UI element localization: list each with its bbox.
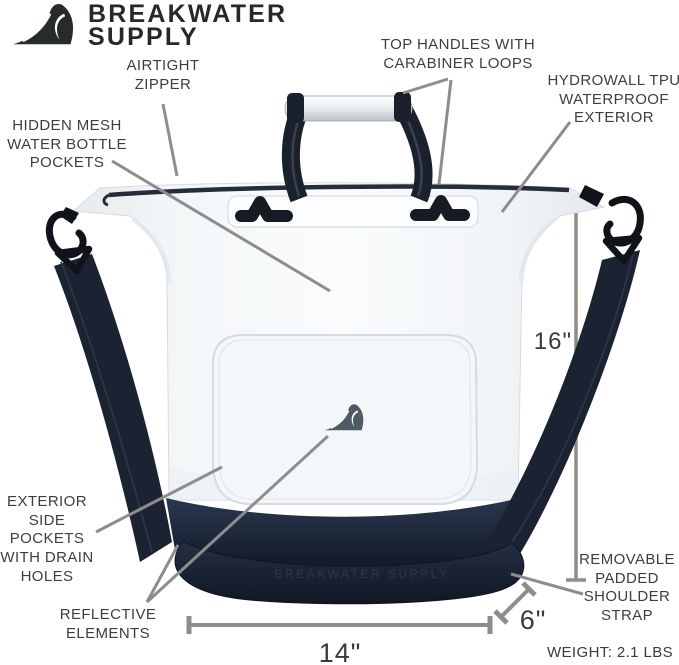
callout-label-hidden-mesh: HIDDEN MESH WATER BOTTLE POCKETS xyxy=(0,117,134,173)
carabiner-loops-webbing xyxy=(235,195,470,222)
callout-text: CARABINER LOOPS xyxy=(383,54,533,72)
callout-text: POCKETS xyxy=(9,530,85,548)
callout-line-reflective-1 xyxy=(145,544,180,603)
brand-wave-icon xyxy=(11,2,75,46)
carabiner-clip-left xyxy=(46,207,93,275)
callout-line-mesh-pockets xyxy=(111,159,331,293)
callout-label-shoulder-strap: REMOVABLE PADDED SHOULDER STRAP xyxy=(570,551,679,626)
bag-bottom-rim: BREAKWATER SUPPLY xyxy=(174,540,525,605)
padded-grip xyxy=(284,95,413,122)
callout-line-handle xyxy=(402,77,449,95)
dimension-height-label: 16" xyxy=(533,328,572,355)
dimension-line-depth xyxy=(493,581,537,625)
shoulder-strap-left xyxy=(54,254,172,562)
callout-line-strap xyxy=(510,572,584,596)
callout-label-top-handles: TOP HANDLES WITH CARABINER LOOPS xyxy=(368,36,548,73)
dimension-width-label: 14" xyxy=(318,638,362,665)
callout-text: HIDDEN MESH xyxy=(12,117,122,134)
callout-label-exterior-pockets: EXTERIOR SIDE POCKETS WITH DRAIN HOLES xyxy=(0,493,94,587)
callout-line-carabiner-loop xyxy=(437,79,453,185)
callout-line-side-pockets xyxy=(95,465,223,534)
carabiner-clip-right xyxy=(579,185,644,265)
callout-text: WATERPROOF xyxy=(559,90,669,108)
callout-label-reflective: REFLECTIVE ELEMENTS xyxy=(48,606,168,643)
weight-label: WEIGHT: 2.1 LBS xyxy=(546,644,674,661)
callout-label-airtight-zipper: AIRTIGHT ZIPPER xyxy=(95,57,231,94)
callout-text: POCKETS xyxy=(29,154,105,172)
bag-base xyxy=(166,498,520,570)
callout-lines xyxy=(95,77,584,604)
callout-line-hydrowall xyxy=(500,121,572,213)
callout-text: WITH DRAIN xyxy=(0,549,94,567)
callout-text: TOP HANDLES WITH xyxy=(380,36,536,53)
callout-text: ELEMENTS xyxy=(65,624,151,642)
callout-text: ZIPPER xyxy=(134,75,192,93)
dimension-line-width xyxy=(186,616,493,634)
callout-line-reflective-2 xyxy=(145,434,330,604)
callout-text: AIRTIGHT xyxy=(126,57,200,74)
callout-text: EXTERIOR xyxy=(7,493,87,510)
top-handles xyxy=(281,92,433,203)
embossed-brand-text: BREAKWATER SUPPLY xyxy=(275,567,450,581)
callout-line-zipper xyxy=(161,103,179,177)
callout-text: SIDE xyxy=(28,511,66,529)
callout-text: SHOULDER xyxy=(583,588,671,606)
callout-text: PADDED xyxy=(595,569,659,587)
callout-text: REFLECTIVE xyxy=(59,606,157,623)
callout-text: EXTERIOR xyxy=(574,109,654,127)
callout-text: HYDROWALL TPU xyxy=(547,72,679,89)
callout-label-hydrowall: HYDROWALL TPU WATERPROOF EXTERIOR xyxy=(545,72,679,128)
callout-text: STRAP xyxy=(600,607,653,625)
dimension-depth-label: 6" xyxy=(519,605,547,635)
shoulder-strap-right xyxy=(484,250,640,562)
brand-name: BREAKWATER SUPPLY xyxy=(88,0,288,51)
callout-text: HOLES xyxy=(20,567,74,585)
callout-text: REMOVABLE xyxy=(579,551,675,568)
brand-line1: BREAKWATER xyxy=(88,0,288,28)
callout-text: WATER BOTTLE xyxy=(7,135,127,153)
brand-line2: SUPPLY xyxy=(88,22,199,51)
